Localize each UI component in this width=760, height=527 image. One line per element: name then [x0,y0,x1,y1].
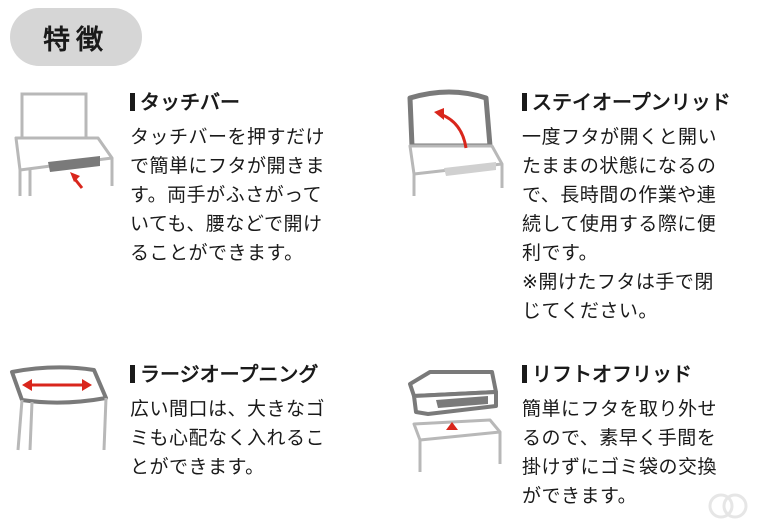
touch-bar-illustration-icon [14,92,114,196]
watermark-logo-icon [708,493,748,519]
heading-marker [522,93,527,111]
feature-heading: ラージオープニング [130,362,325,386]
heading-marker [522,365,527,383]
feature-description: 一度フタが開くと開い たままの状態になるの で、長時間の作業や連 続して使用する… [522,126,718,322]
stay-open-lid-illustration-icon [407,89,504,196]
heading-marker [130,93,135,111]
section-title: 特徴 [43,24,109,56]
feature-description: 広い間口は、大きなゴ ミも心配なく入れるこ とができます。 [130,398,326,478]
feature-heading: タッチバー [130,90,325,114]
large-opening-illustration-icon [10,365,108,451]
feature-heading: ステイオープンリッド [522,90,731,114]
section-title-badge: 特徴 [10,8,142,66]
lift-off-lid-illustration-icon [408,370,502,472]
feature-description: 簡単にフタを取り外せ るので、素早く手間を 掛けずにゴミ袋の交換 ができます。 [522,398,718,507]
feature-heading: リフトオフリッド [522,362,717,386]
heading-marker [130,365,135,383]
feature-description: タッチバーを押すだけ で簡単にフタが開きま す。両手がふさがって いても、腰など… [130,126,326,264]
